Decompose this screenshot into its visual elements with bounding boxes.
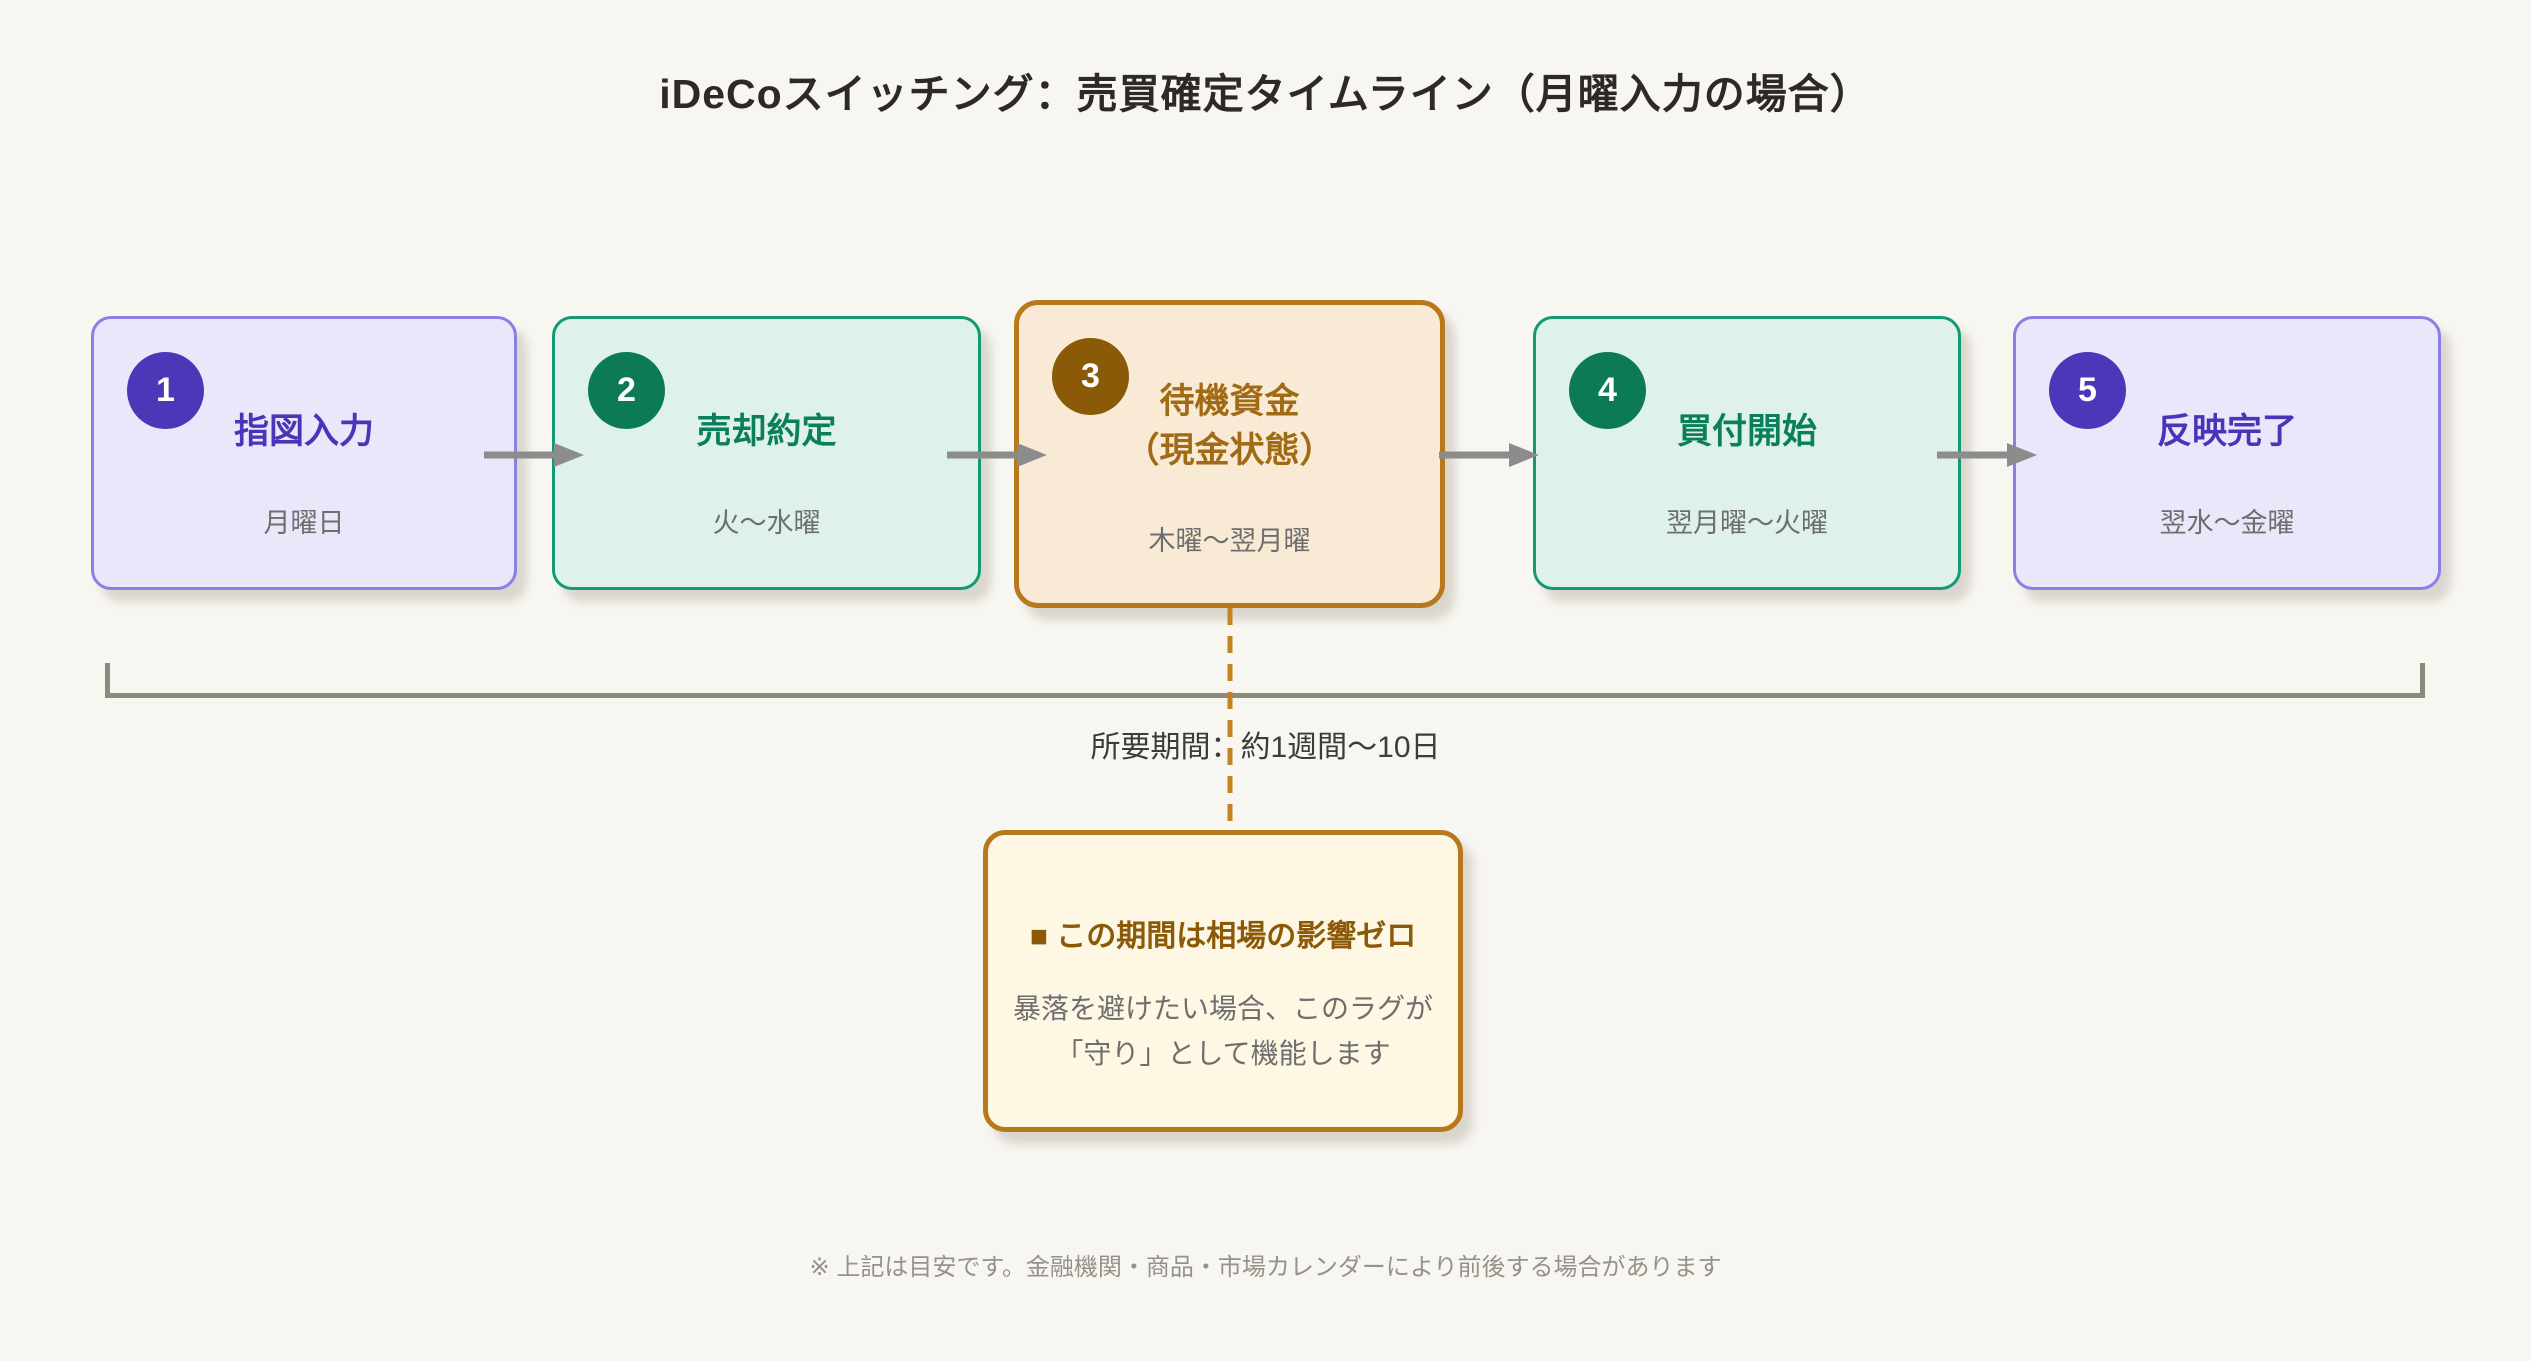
step-5-number-badge: 5 bbox=[2049, 352, 2126, 429]
step-card-4: 4 買付開始 翌月曜〜火曜 bbox=[1533, 316, 1961, 590]
step-3-period: 木曜〜翌月曜 bbox=[1148, 526, 1311, 556]
page-title: iDeCoスイッチング：売買確定タイムライン（月曜入力の場合） bbox=[659, 71, 1872, 117]
step-number: 4 bbox=[1598, 371, 1617, 409]
step-card-5: 5 反映完了 翌水〜金曜 bbox=[2013, 316, 2441, 590]
footnote: ※ 上記は目安です。金融機関・商品・市場カレンダーにより前後する場合があります bbox=[809, 1254, 1722, 1281]
step-card-3-highlighted: 3 待機資金 （現金状態） 木曜〜翌月曜 bbox=[1014, 300, 1445, 608]
arrow-right-icon bbox=[947, 443, 1047, 467]
step-5-period: 翌水〜金曜 bbox=[2159, 508, 2295, 538]
step-card-1: 1 指図入力 月曜日 bbox=[91, 316, 517, 590]
step-3-number-badge: 3 bbox=[1052, 338, 1129, 415]
step-3-label-line2: （現金状態） bbox=[1124, 431, 1335, 470]
step-number: 1 bbox=[156, 371, 175, 409]
step-1-number-badge: 1 bbox=[127, 352, 204, 429]
arrow-right-icon bbox=[1937, 443, 2037, 467]
arrow-right-icon bbox=[484, 443, 584, 467]
callout-body: 暴落を避けたい場合、このラグが 「守り」として機能します bbox=[988, 987, 1458, 1077]
callout-body-line1: 暴落を避けたい場合、このラグが bbox=[1012, 993, 1433, 1024]
arrow-right-icon bbox=[1439, 443, 1539, 467]
step-1-label: 指図入力 bbox=[233, 412, 374, 451]
step-4-label: 買付開始 bbox=[1676, 412, 1817, 451]
step-number: 3 bbox=[1081, 357, 1100, 395]
step-number: 2 bbox=[617, 371, 636, 409]
step-4-number-badge: 4 bbox=[1569, 352, 1646, 429]
step-5-label: 反映完了 bbox=[2156, 412, 2297, 451]
callout-body-line2: 「守り」として機能します bbox=[1055, 1037, 1391, 1069]
step-card-2: 2 売却約定 火〜水曜 bbox=[552, 316, 981, 590]
dashed-connector-line bbox=[1227, 608, 1233, 832]
step-number: 5 bbox=[2078, 371, 2097, 409]
callout-title: ■ この期間は相場の影響ゼロ bbox=[1029, 920, 1417, 953]
step-1-period: 月曜日 bbox=[263, 508, 345, 538]
step-2-label: 売却約定 bbox=[696, 412, 837, 451]
step-2-number-badge: 2 bbox=[588, 352, 665, 429]
step-4-period: 翌月曜〜火曜 bbox=[1666, 508, 1828, 538]
callout-box: ■ この期間は相場の影響ゼロ 暴落を避けたい場合、このラグが 「守り」として機能… bbox=[983, 830, 1463, 1132]
duration-label: 所要期間：約1週間〜10日 bbox=[1090, 731, 1441, 764]
step-2-period: 火〜水曜 bbox=[712, 508, 821, 538]
duration-bracket bbox=[105, 663, 2425, 698]
step-3-label: 待機資金 （現金状態） bbox=[1124, 382, 1335, 470]
